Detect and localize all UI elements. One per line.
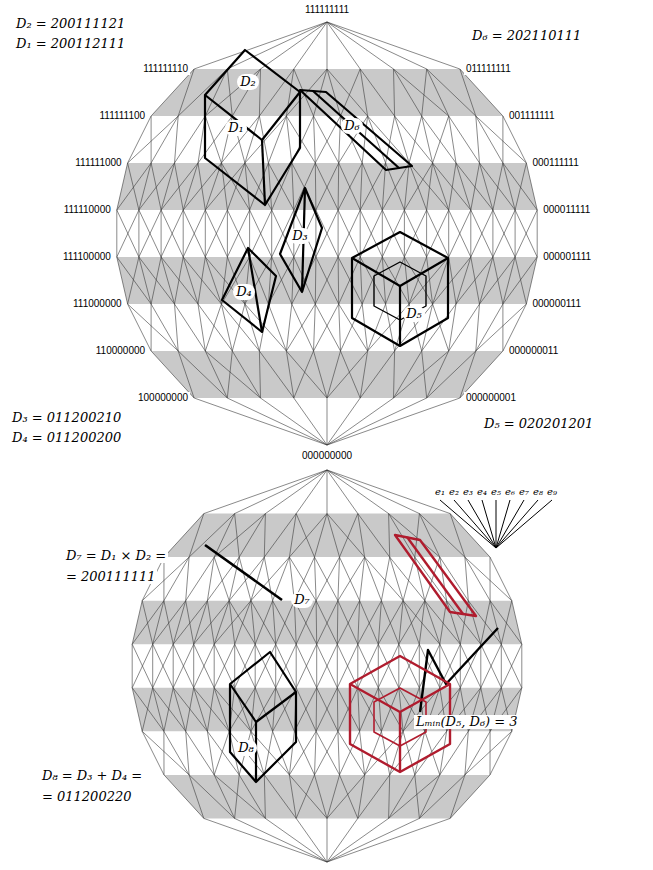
subset-label: D₈ bbox=[235, 740, 257, 757]
formula-label: D₇ = D₁ × D₂ = bbox=[64, 549, 168, 564]
subset-label: D₃ bbox=[289, 228, 311, 245]
vertex-label: 011111111 bbox=[464, 63, 513, 75]
basis-label: e₂ bbox=[448, 486, 460, 498]
formula-label: D₈ = D₃ + D₄ = bbox=[40, 769, 144, 784]
basis-label: e₄ bbox=[476, 486, 488, 498]
vertex-label: 111000000 bbox=[71, 298, 124, 310]
basis-label: e₆ bbox=[504, 486, 516, 498]
formula-label: D₁ = 200112111 bbox=[14, 37, 127, 52]
subset-label: D₆ bbox=[341, 118, 363, 135]
vertex-label: 000111111 bbox=[530, 157, 580, 169]
formula-label: D₅ = 020201201 bbox=[482, 417, 595, 432]
subset-label: D₄ bbox=[233, 284, 255, 301]
vertex-label: 000011111 bbox=[541, 204, 592, 216]
subset-label: D₅ bbox=[403, 306, 425, 323]
vertex-label: 111111000 bbox=[73, 157, 123, 169]
formula-label: = 200111111 bbox=[64, 570, 157, 585]
basis-label: e₈ bbox=[532, 486, 544, 498]
vertex-label: 111111110 bbox=[141, 63, 190, 75]
vertex-label: 000001111 bbox=[541, 251, 593, 263]
formula-label: Lₘᵢₙ(D₅, D₆) = 3 bbox=[414, 715, 520, 730]
formula-label: D₄ = 011200200 bbox=[10, 431, 123, 446]
vertex-label: 000000011 bbox=[507, 345, 560, 357]
vertex-label: 001111111 bbox=[507, 110, 557, 122]
vertex-label: 111110000 bbox=[62, 204, 113, 216]
vertex-label: 000000000 bbox=[300, 450, 354, 462]
subset-label: D₁ bbox=[225, 120, 247, 137]
formula-label: D₆ = 202110111 bbox=[470, 29, 583, 44]
vertex-label: 110000000 bbox=[94, 345, 147, 357]
formula-label: = 011200220 bbox=[40, 790, 133, 805]
subset-label: D₇ bbox=[291, 592, 313, 609]
vertex-label: 111111111 bbox=[303, 4, 351, 16]
vertex-label: 000000111 bbox=[530, 298, 583, 310]
formula-label: D₂ = 200111121 bbox=[14, 17, 127, 32]
vertex-label: 000000001 bbox=[464, 392, 518, 404]
basis-label: e₇ bbox=[518, 486, 530, 498]
vertex-label: 111111100 bbox=[98, 110, 148, 122]
basis-label: e₅ bbox=[490, 486, 502, 498]
basis-label: e₉ bbox=[546, 486, 558, 498]
formula-label: D₃ = 011200210 bbox=[10, 411, 123, 426]
subset-label: D₂ bbox=[237, 74, 259, 91]
vertex-label: 100000000 bbox=[136, 392, 190, 404]
basis-label: e₃ bbox=[462, 486, 474, 498]
basis-label: e₁ bbox=[434, 486, 446, 498]
vertex-label: 111100000 bbox=[61, 251, 113, 263]
